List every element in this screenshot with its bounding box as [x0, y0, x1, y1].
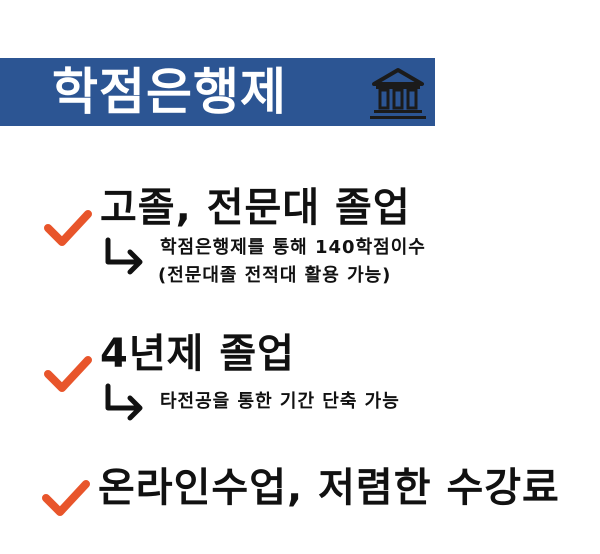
item-sub-line: 타전공을 통한 기간 단축 가능 — [160, 391, 400, 412]
checkmark-icon — [42, 480, 90, 516]
checkmark-icon — [44, 210, 92, 246]
banner-title: 학점은행제 — [52, 63, 287, 121]
item-sub-line: 학점은행제를 통해 140학점이수 — [160, 237, 426, 258]
checkmark-icon — [44, 356, 92, 392]
item-heading: 온라인수업, 저렴한 수강료 — [98, 465, 560, 511]
item-heading: 4년제 졸업 — [100, 331, 295, 377]
title-banner: 학점은행제 — [0, 58, 435, 126]
turn-right-arrow-icon — [105, 237, 143, 275]
item-sub-line: (전문대졸 전적대 활용 가능) — [158, 265, 392, 286]
turn-right-arrow-icon — [105, 383, 143, 421]
item-heading: 고졸, 전문대 졸업 — [100, 185, 411, 231]
bank-building-icon — [370, 68, 426, 119]
